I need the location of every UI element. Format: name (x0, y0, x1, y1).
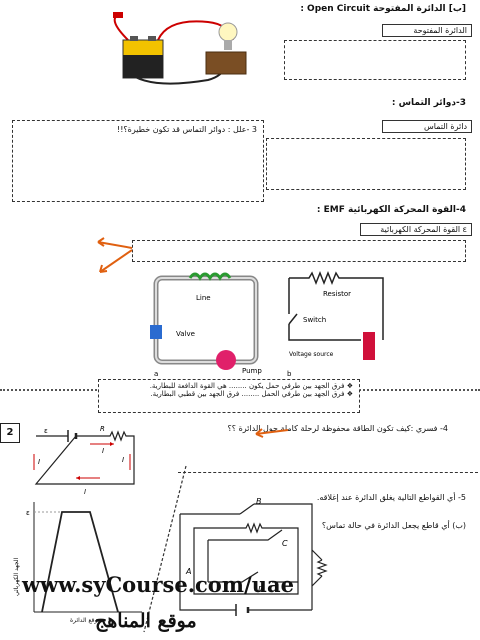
bullet-item: ❖ فرق الجهد بين طرفي حمل يكون ........ ه… (149, 382, 353, 390)
graph-y-label: الجهد الكهربائي (13, 557, 20, 596)
arrow-icon (255, 428, 289, 438)
graph-x-label: موقع الدائرة (70, 617, 101, 624)
open-circuit-box-label: الدائرة المفتوحة (382, 24, 472, 37)
small-emf-label: ε (44, 427, 48, 435)
switches-circuit-diagram: B C A D (179, 497, 328, 616)
potential-graph: ε الجهد الكهربائي (13, 502, 142, 613)
watermark-url: www.syCourse.com/uae (22, 572, 294, 597)
page-badge: 2 (0, 423, 20, 443)
open-circuit-title: [ب] الدائرة المفتوحة Open Circuit : (300, 4, 466, 14)
switch-c-label: C (282, 539, 288, 548)
emf-box-label: ε القوة المحركة الكهربائية (360, 223, 472, 236)
battery-bulb-illustration (113, 12, 247, 85)
small-i-label: I (122, 456, 124, 464)
switch-d-label: D (258, 585, 264, 594)
small-i-label: I (102, 447, 104, 455)
resistor-label: Resistor (323, 290, 351, 298)
small-i-label-bottom: I (84, 488, 87, 496)
emf-label: القوة المحركة الكهربائية (380, 225, 461, 234)
dashed-separator (143, 465, 187, 633)
arrow-icon (97, 237, 133, 273)
diagram-b-caption: b (287, 370, 292, 378)
short-circuit-question-box[interactable]: 3 -علل : دوائر التماس قد تكون خطيرة؟!! (12, 120, 264, 202)
switch-a-label: A (185, 567, 191, 576)
diagram-a-caption: a (154, 370, 158, 378)
switch-b-label: B (256, 497, 262, 506)
electric-circuit-diagram: Resistor Switch Voltage source b (287, 270, 384, 378)
short-circuit-title: 3-دوائر التماس : (391, 98, 466, 108)
small-i-label: I (38, 458, 40, 466)
open-circuit-answer-box[interactable] (284, 40, 466, 80)
pump-label: Pump (242, 367, 262, 375)
short-circuit-answer-box[interactable] (266, 138, 466, 190)
graph-eps-label: ε (26, 509, 30, 517)
emf-symbol: ε (462, 225, 467, 234)
question-4: 4- فسري :كيف تكون الطاقة محفوظة لرحلة كا… (227, 424, 448, 433)
short-circuit-box-label: دائرة التماس (382, 120, 472, 133)
question-5a: 5- أي القواطع التالية يغلق الدائرة عند إ… (316, 493, 466, 502)
simple-circuit-diagram: ε R I I I (33, 425, 135, 485)
bullets-box: ❖ فرق الجهد بين طرفي حمل يكون ........ ه… (98, 379, 360, 413)
short-circuit-question: 3 -علل : دوائر التماس قد تكون خطيرة؟!! (116, 125, 257, 134)
watermark-site: موقع المناهج (95, 610, 197, 632)
valve-label: Valve (176, 330, 195, 338)
dashed-separator-top (178, 472, 478, 473)
voltage-source-label: Voltage source (289, 351, 334, 358)
switch-label: Switch (303, 316, 326, 324)
line-label: Line (196, 294, 211, 302)
small-r-label: R (100, 425, 105, 433)
water-circuit-diagram: Line Valve Pump a (150, 272, 262, 378)
bullet-item: ❖ فرق الجهد بين طرفي الحمل ........ فرق … (150, 390, 353, 398)
emf-answer-box[interactable] (132, 240, 466, 262)
emf-title: 4-القوة المحركة الكهربائية EMF : (316, 205, 466, 215)
question-5b: (ب) أي قاطع يجعل الدائرة في حالة تماس؟ (321, 521, 466, 530)
